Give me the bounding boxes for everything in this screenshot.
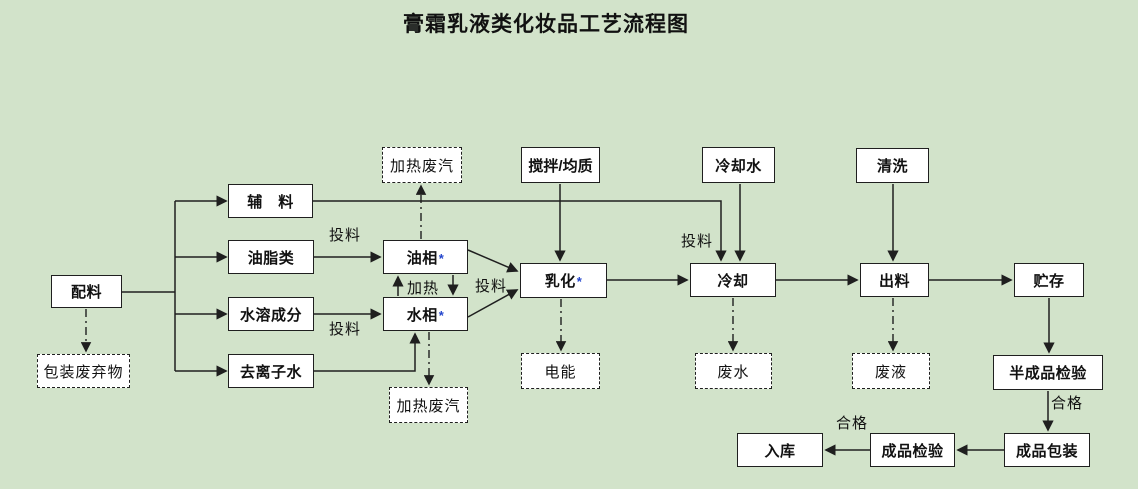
node-banchengpin-jianyan: 半成品检验 [993,355,1103,390]
node-label: 冷却 [717,272,749,290]
node-label: 出料 [878,272,910,290]
node-label: 废液 [874,363,907,381]
edge-label-touliao-youzhi: 投料 [329,227,362,244]
node-shuixiang: 水相* [383,297,468,331]
node-jiarefeiqi-bottom: 加热废汽 [389,387,468,423]
asterisk-mark: * [438,250,445,266]
node-jiarefeiqi-top: 加热废汽 [382,147,462,183]
node-feishui: 废水 [695,353,772,389]
edge-peiliao-branch-trunk [122,201,176,371]
node-shuirong-chengfen: 水溶成分 [228,297,314,331]
node-label: 冷却水 [715,157,762,175]
node-zhucun: 贮存 [1014,263,1084,297]
edge-label-touliao-ruhua: 投料 [475,278,508,295]
node-label: 水相 [406,306,438,324]
node-label: 入库 [764,442,796,460]
node-chuliao: 出料 [860,263,929,297]
edge-fuliao-to-lengque [313,200,727,262]
node-label: 水溶成分 [239,306,302,324]
edge-label-hege-ruku: 合格 [836,415,869,432]
node-label: 配料 [70,284,102,301]
node-label: 加热废汽 [396,397,461,415]
node-label: 搅拌/均质 [528,157,593,175]
node-label: 成品检验 [881,442,944,460]
node-youzhilei: 油脂类 [228,240,314,274]
node-label: 油脂类 [247,249,295,267]
node-jiaoban-junzhi: 搅拌/均质 [521,147,600,183]
node-label: 辅 料 [247,193,294,211]
asterisk-mark: * [438,307,445,323]
node-label: 加热废汽 [389,157,454,175]
edge-label-hege-baozhuang: 合格 [1051,395,1084,412]
edge-label-touliao-fuliao: 投料 [681,233,714,250]
edge-qulizishui-to-shuixiang [314,332,421,372]
edge-label-touliao-shuirong: 投料 [329,321,362,338]
node-ruku: 入库 [737,433,823,467]
node-label: 包装废弃物 [43,363,124,381]
page-title: 膏霜乳液类化妆品工艺流程图 [403,13,689,36]
edge-shuixiang-to-ruhua [467,289,519,318]
node-label: 成品包装 [1015,442,1078,460]
node-label: 油相 [406,249,438,267]
node-ruhua: 乳化* [520,263,607,298]
node-label: 清洗 [876,158,908,175]
node-peiliao: 配料 [51,275,122,308]
node-baozhuang-feiqiwu: 包装废弃物 [37,354,130,388]
node-label: 电能 [544,363,577,381]
node-label: 半成品检验 [1009,365,1087,382]
asterisk-mark: * [576,274,583,289]
node-label: 去离子水 [239,363,302,381]
node-label: 贮存 [1033,272,1065,290]
edge-youxiang-to-ruhua [467,249,519,273]
node-chengpin-jianyan: 成品检验 [870,433,955,467]
edge-label-jiare: 加热 [407,280,440,297]
node-lengqueshui: 冷却水 [702,147,775,183]
node-youxiang: 油相* [383,240,468,274]
node-qulizishui: 去离子水 [228,354,314,388]
node-chengpin-baozhuang: 成品包装 [1004,433,1090,467]
node-label: 乳化 [544,273,576,290]
node-lengque: 冷却 [690,263,776,297]
node-fuliao: 辅 料 [228,184,313,218]
node-feiye: 废液 [852,353,930,389]
node-label: 废水 [717,363,750,381]
node-dianneng: 电能 [521,353,600,389]
node-qingxi: 清洗 [856,148,929,183]
